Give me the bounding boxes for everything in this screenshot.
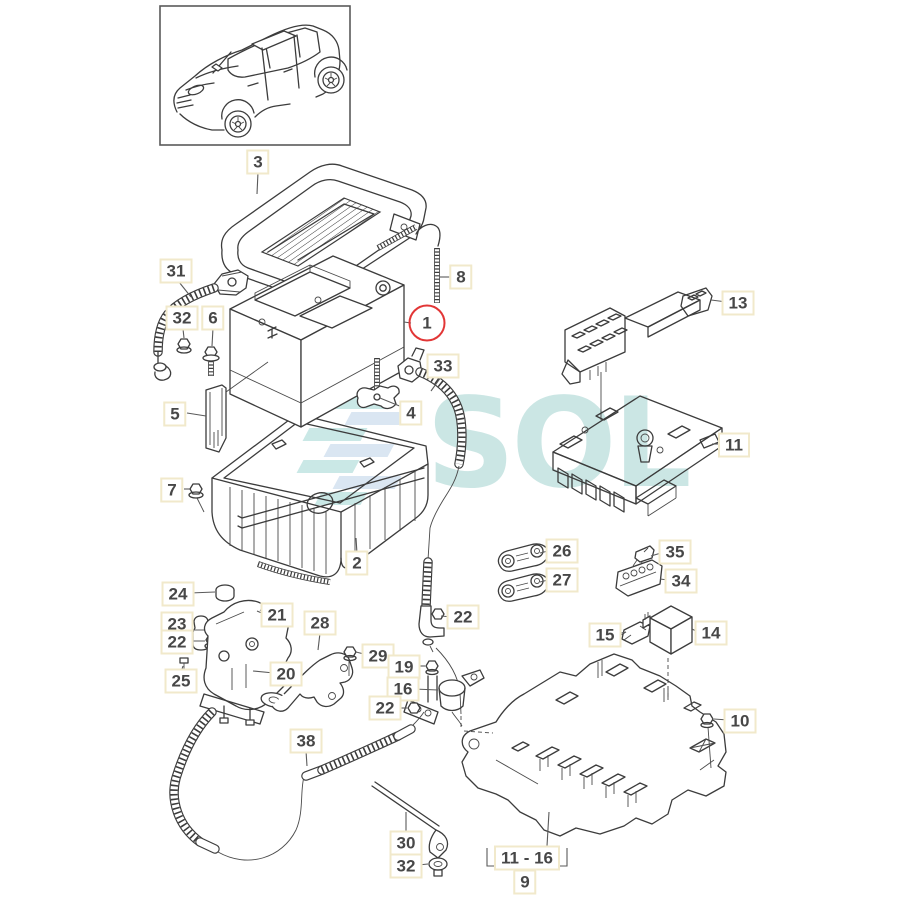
nut-32 [176,338,192,354]
vehicle-thumbnail [159,5,351,146]
part-label-1-highlighted[interactable]: 1 [408,304,446,342]
part-label-5[interactable]: 5 [163,401,187,427]
part-label-32[interactable]: 32 [165,305,199,331]
part-label-35[interactable]: 35 [658,539,692,565]
part-label-22c[interactable]: 22 [368,695,402,721]
rear-wheel-icon [317,66,345,94]
positive-cable [397,347,494,734]
battery [229,255,405,428]
part-label-3[interactable]: 3 [246,149,270,175]
fuse-35 [632,545,655,568]
fusible-link-26 [497,543,549,572]
part-label-24[interactable]: 24 [161,581,195,607]
battery-cover [220,163,427,298]
part-label-31[interactable]: 31 [159,258,193,284]
grommet-32 [428,857,448,877]
part-label-25[interactable]: 25 [164,668,198,694]
hold-down-rod [376,223,441,303]
part-label-13[interactable]: 13 [721,290,755,316]
part-label-22a[interactable]: 22 [446,604,480,630]
watermark-text: SOL [426,372,692,516]
part-label-16[interactable]: 16 [386,676,420,702]
bolt-6 [202,346,220,376]
battery-tray [211,413,429,585]
fuse-holder-34 [615,559,663,597]
part-label-22b[interactable]: 22 [160,629,194,655]
part-label-30[interactable]: 30 [389,830,423,856]
nut-10 [700,713,714,729]
part-label-28[interactable]: 28 [303,610,337,636]
bracket-28 [260,652,354,712]
part-label-10[interactable]: 10 [723,708,757,734]
part-label-2[interactable]: 2 [345,550,369,576]
clamp-4 [356,358,400,410]
part-label-8[interactable]: 8 [449,264,473,290]
relay-14 [642,605,693,697]
fuse-box-11 [552,395,723,517]
terminal-body-20 [199,599,292,726]
fusible-link-27 [497,573,549,602]
part-label-15[interactable]: 15 [588,622,622,648]
part-label-38[interactable]: 38 [289,728,323,754]
part-label-20[interactable]: 20 [269,661,303,687]
part-label-26[interactable]: 26 [545,538,579,564]
part-label-11-16[interactable]: 11 - 16 [494,845,560,871]
part-label-9[interactable]: 9 [513,869,537,895]
nut-19 [425,660,439,676]
part-label-6[interactable]: 6 [201,305,225,331]
cap-24 [215,584,235,602]
part-label-23[interactable]: 23 [160,611,194,637]
part-label-14[interactable]: 14 [694,620,728,646]
cable-38 [169,707,425,861]
part-label-11[interactable]: 11 [718,432,750,458]
part-label-4[interactable]: 4 [399,400,423,426]
part-label-34[interactable]: 34 [664,568,698,594]
nut-7 [188,483,205,513]
front-wheel-icon [224,110,252,138]
nut-22c [407,702,421,714]
part-label-33[interactable]: 33 [426,353,460,379]
part-label-19[interactable]: 19 [387,654,421,680]
part-label-32b[interactable]: 32 [389,853,423,879]
fuse-carrier [461,653,727,837]
part-label-7[interactable]: 7 [160,477,184,503]
part-label-21[interactable]: 21 [260,602,294,628]
part-label-27[interactable]: 27 [545,567,579,593]
bracket-5 [205,361,269,453]
busbar-13 [561,287,713,420]
